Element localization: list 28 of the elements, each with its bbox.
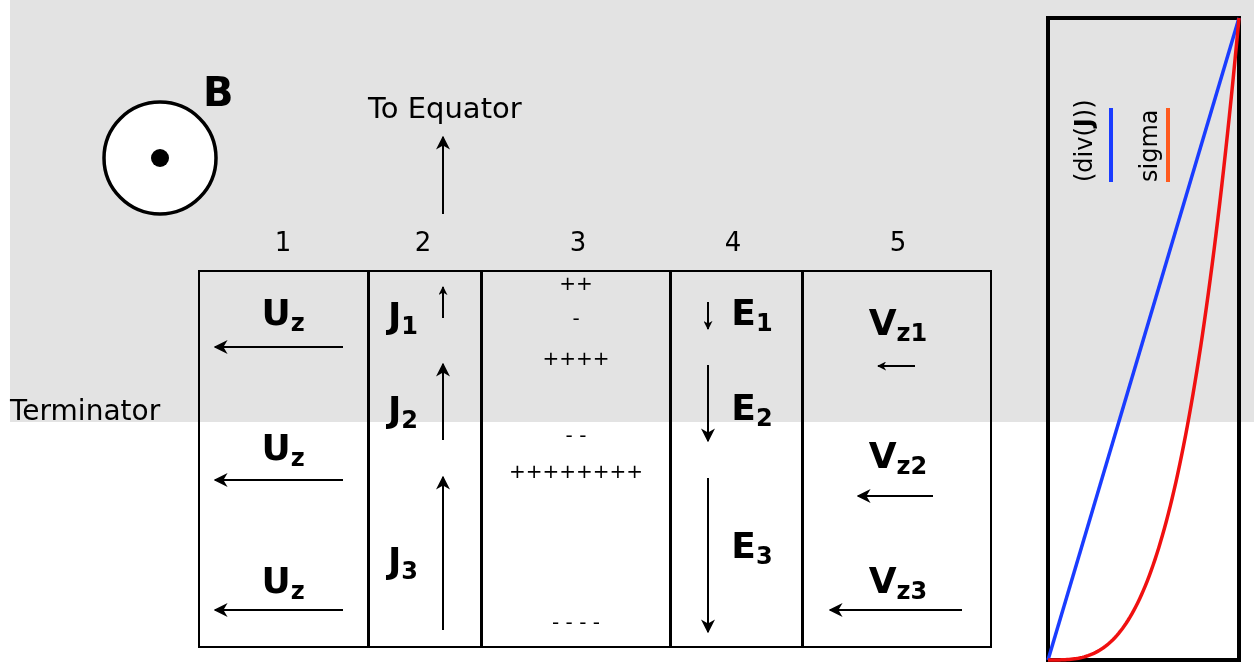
legend-label: (div(J)) xyxy=(1072,99,1096,182)
symbol-label: U$_{z}$ xyxy=(261,430,305,470)
boundary-label: Terminator xyxy=(10,397,161,425)
charge-signs: ++++ xyxy=(542,348,610,368)
charge-signs: ++ xyxy=(559,273,593,293)
symbol-label: V$_{z2}$ xyxy=(868,438,928,478)
symbol-label: J$_{2}$ xyxy=(387,392,419,432)
symbol-label: J$_{3}$ xyxy=(387,543,419,583)
column-number: 4 xyxy=(724,229,742,255)
charge-signs: - - - - xyxy=(552,612,600,632)
symbol-label: E$_{3}$ xyxy=(731,528,773,568)
symbol-label: E$_{1}$ xyxy=(731,295,773,335)
direction-label: To Equator xyxy=(368,94,522,123)
column-number: 1 xyxy=(274,229,292,255)
symbol-label: E$_{2}$ xyxy=(731,390,773,430)
symbol-label: V$_{z1}$ xyxy=(868,305,928,345)
symbol-label: U$_{z}$ xyxy=(261,563,305,603)
symbol-label: J$_{1}$ xyxy=(387,298,419,338)
column-number: 2 xyxy=(414,229,432,255)
charge-signs: ++++++++ xyxy=(508,461,644,481)
column-number: 5 xyxy=(889,229,907,255)
symbol-label: V$_{z3}$ xyxy=(868,563,928,603)
legend-label: sigma xyxy=(1137,109,1161,182)
charge-signs: - xyxy=(572,308,580,328)
field-label: B xyxy=(203,72,234,112)
column-number: 3 xyxy=(569,229,587,255)
symbol-label: U$_{z}$ xyxy=(261,295,305,335)
charge-signs: - - xyxy=(565,425,587,445)
